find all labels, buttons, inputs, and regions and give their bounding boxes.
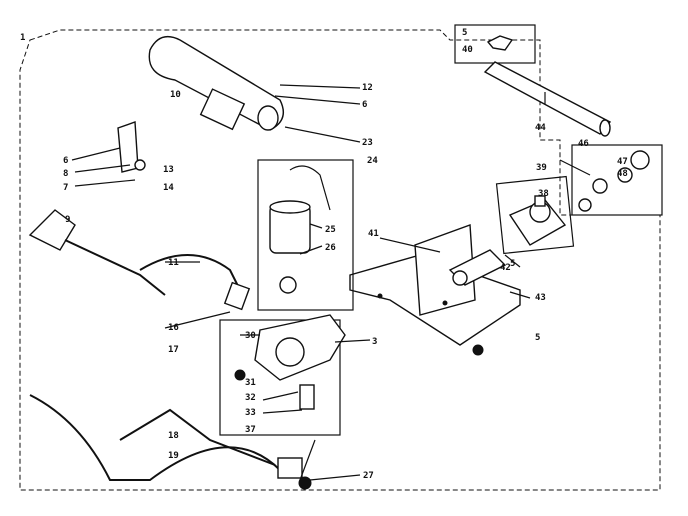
- callout-6-b: 6: [63, 156, 68, 166]
- small-bracket: [486, 35, 514, 51]
- callout-25: 25: [325, 225, 336, 235]
- thermocouple: [28, 209, 76, 251]
- callout-5-bottom: 5: [535, 333, 540, 343]
- leader-lines: [71, 84, 591, 481]
- callout-42: 42: [500, 263, 511, 273]
- callout-14: 14: [163, 183, 174, 193]
- callout-17: 17: [168, 345, 179, 355]
- fittings-box: [571, 144, 663, 216]
- callout-40: 40: [462, 45, 473, 55]
- callout-23: 23: [362, 138, 373, 148]
- callout-39: 39: [536, 163, 547, 173]
- callout-27: 27: [363, 471, 374, 481]
- burner-tube: [148, 36, 284, 131]
- callout-9: 9: [65, 215, 70, 225]
- callout-43: 43: [535, 293, 546, 303]
- callout-38: 38: [538, 189, 549, 199]
- gas-valve-box: [257, 159, 354, 311]
- callout-7: 7: [63, 183, 68, 193]
- callout-26: 26: [325, 243, 336, 253]
- callout-8: 8: [63, 169, 68, 179]
- callout-3: 3: [372, 337, 377, 347]
- callout-5-mid: 5: [510, 259, 515, 269]
- callout-16: 16: [168, 323, 179, 333]
- callout-10: 10: [170, 90, 181, 100]
- callout-19: 19: [168, 451, 179, 461]
- valve-body: [495, 175, 575, 255]
- callout-5-top: 5: [462, 28, 467, 38]
- callout-46: 46: [578, 139, 589, 149]
- pipe: [483, 61, 612, 135]
- callout-24: 24: [367, 156, 378, 166]
- callout-48: 48: [617, 169, 628, 179]
- callout-11: 11: [168, 258, 179, 268]
- callout-1: 1: [20, 33, 25, 43]
- callout-13: 13: [163, 165, 174, 175]
- callout-33: 33: [245, 408, 256, 418]
- callout-41: 41: [368, 229, 379, 239]
- assembly-outline: [19, 29, 661, 491]
- wire-harness: [29, 394, 281, 481]
- callout-6-a: 6: [362, 100, 367, 110]
- valve-base-box: [219, 319, 341, 436]
- callout-37: 37: [245, 425, 256, 435]
- callout-47: 47: [617, 157, 628, 167]
- callout-labels: 1 5 40 44 10 12 6 23 6 13 7 14 8 9 46 47…: [20, 28, 628, 481]
- callout-32: 32: [245, 393, 256, 403]
- callout-18: 18: [168, 431, 179, 441]
- callout-44: 44: [535, 123, 546, 133]
- callout-31: 31: [245, 378, 256, 388]
- callout-12: 12: [362, 83, 373, 93]
- callout-30: 30: [245, 331, 256, 341]
